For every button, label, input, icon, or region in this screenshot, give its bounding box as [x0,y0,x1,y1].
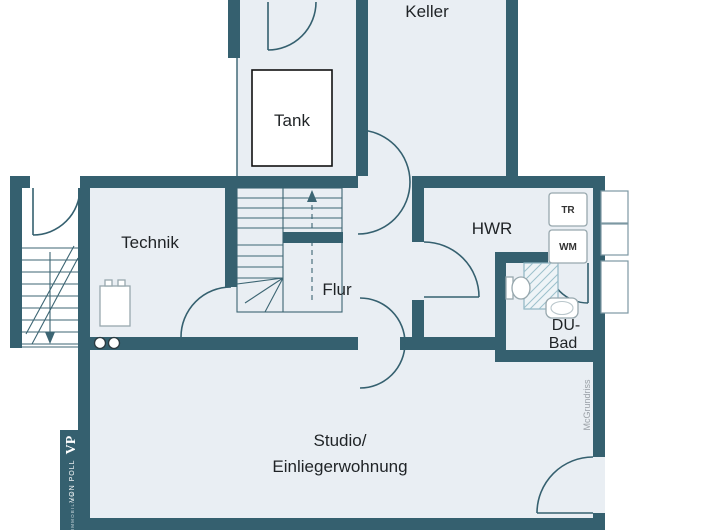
wall [506,0,518,188]
wall [90,337,358,350]
hwr-door-threshold [412,242,424,300]
wall [10,176,22,348]
wall [412,176,605,188]
label-technik: Technik [121,233,179,252]
boiler-unit [99,279,131,327]
wall [225,188,237,287]
light-well [600,190,629,224]
wall [412,300,424,350]
door-keller-flur-swing [357,129,411,235]
pipe-icon [107,336,121,350]
wall [356,0,368,176]
wall [80,176,358,188]
brand-logo: VP VON POLL IMMOBILIEN [60,430,82,530]
stairs-walkline-arrow [307,190,317,202]
door-studio-exit [536,456,594,514]
brand-monogram: VP [64,435,79,454]
door-tank-room [267,1,317,51]
wall [495,252,506,362]
brand-logo-background [60,430,82,530]
wall [78,518,605,530]
wall [506,252,548,263]
washer-unit: WM [548,229,588,264]
wall [228,0,240,58]
tank-unit [251,69,333,167]
sink-icon [545,297,579,319]
technik-door-threshold [225,287,237,337]
door-exterior-stairs [32,187,81,236]
dryer-label: TR [561,205,575,216]
label-du-bad-line2: Bad [549,335,577,352]
light-well [600,260,629,314]
brand-division: IMMOBILIEN [70,492,75,530]
light-wells [600,190,629,314]
watermark-text: McGrundriss [582,379,592,431]
label-keller: Keller [405,2,449,21]
label-hwr: HWR [472,219,513,238]
studio-door-threshold [593,457,605,513]
dryer-unit: TR [548,192,588,227]
light-well [600,223,629,256]
wall [412,188,424,242]
studio-floor [90,350,593,518]
label-studio-line2: Einliegerwohnung [272,457,407,476]
keller-door-threshold [358,176,412,188]
hwr-corridor-floor [424,252,495,337]
label-flur: Flur [322,280,352,299]
flur-floor [237,188,412,350]
keller-floor [368,0,506,176]
label-du-bad-line1: DU- [552,317,580,334]
walls [10,0,605,530]
label-tank: Tank [274,111,310,130]
toilet-icon [505,276,531,300]
door-technik [180,286,232,338]
door-flur-studio-swing [359,297,406,389]
exterior-stairs [10,245,79,348]
stair-parapet-wall [283,232,343,243]
brand-name: VON POLL [69,459,76,502]
label-studio-line1: Studio/ [314,431,367,450]
doors [32,1,594,514]
exterior-stairs-arrow [45,332,55,344]
wall [495,350,605,362]
pipe-icon [93,336,107,350]
door-hwr [423,241,480,298]
washer-label: WM [559,242,577,253]
